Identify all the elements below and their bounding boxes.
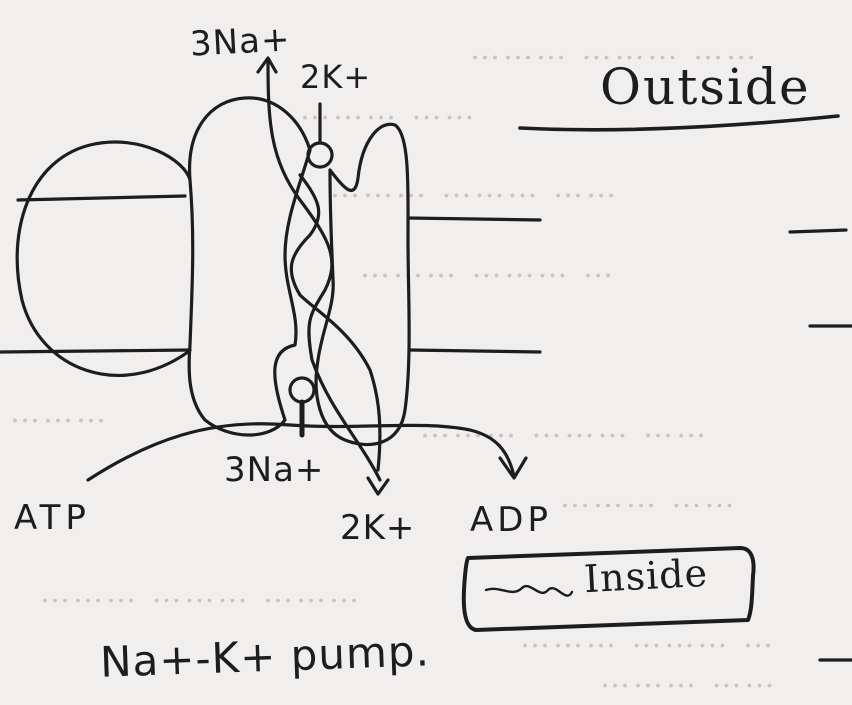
- membrane-line-right-top: [408, 218, 540, 220]
- edge-mark-1: [790, 230, 846, 232]
- top-sodium-label: 3Na+: [189, 19, 291, 64]
- bottom-sodium-label: 3Na+: [224, 450, 324, 490]
- outside-label: Outside: [600, 58, 811, 116]
- bottom-potassium-label: 2K+: [340, 508, 415, 548]
- inside-label: Inside: [583, 551, 709, 601]
- membrane-line-left-bottom: [0, 350, 190, 352]
- atp-binding-lobe: [17, 142, 190, 375]
- na-binding-site: [290, 378, 314, 402]
- top-potassium-label: 2K+: [300, 58, 371, 96]
- adp-label: ADP: [470, 500, 552, 540]
- atp-label: ATP: [14, 498, 91, 538]
- membrane-line-right-bottom: [410, 350, 540, 352]
- inside-scribble: [486, 586, 572, 596]
- arrow-down-k: [368, 478, 388, 494]
- membrane-line-left-top: [18, 196, 185, 200]
- k-binding-site: [308, 143, 332, 167]
- outside-underline: [520, 116, 838, 130]
